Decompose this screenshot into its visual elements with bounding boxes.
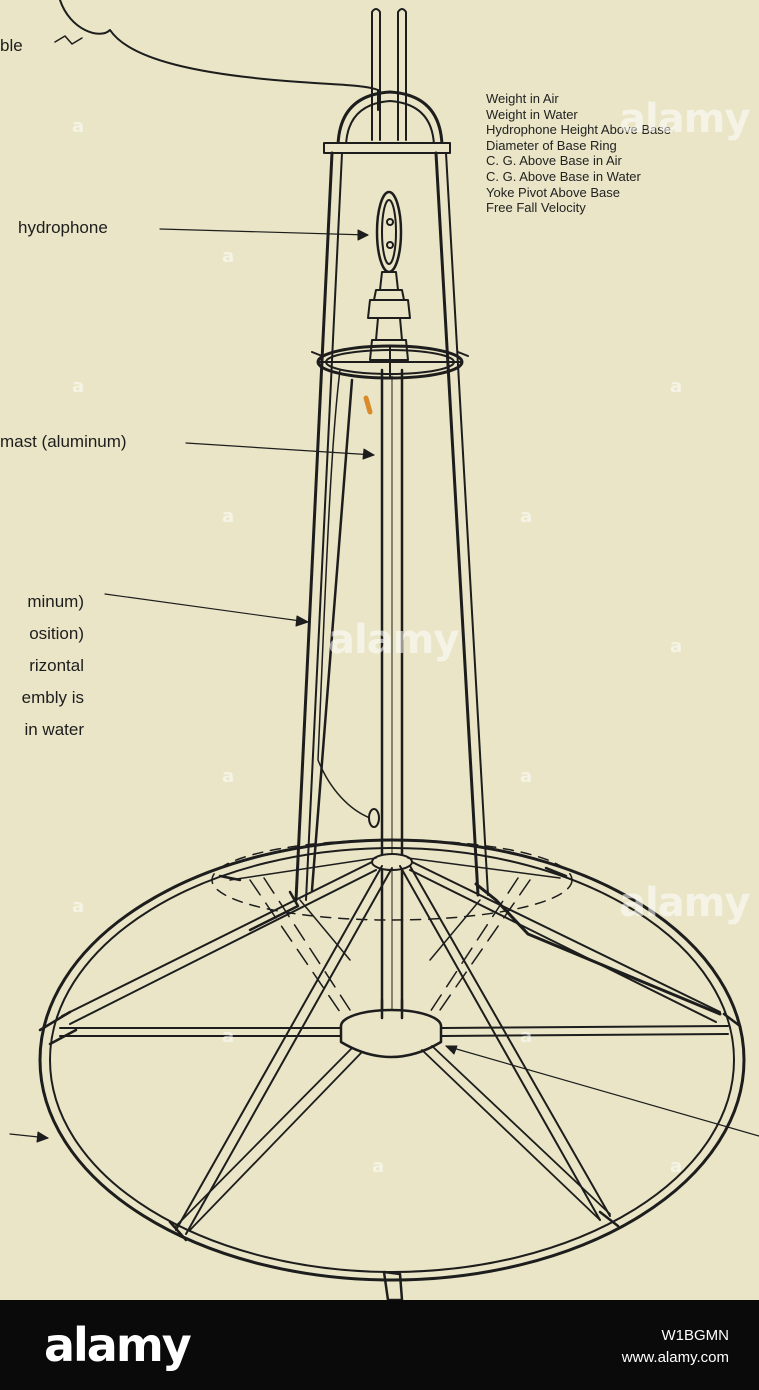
strut-to-back-right [407, 857, 561, 879]
strut-to-back-left [229, 857, 377, 881]
cross-bar [59, 1025, 729, 1037]
arrow-strut [295, 615, 309, 627]
leg-left-outer [294, 151, 334, 902]
strut-label-line-4: embly is [21, 688, 84, 707]
cable-clamp [368, 808, 380, 828]
strut-label-line-1: minum) [27, 592, 84, 611]
spec-weight-water: Weight in Water [486, 106, 578, 122]
watermark-a-11: a [670, 1156, 683, 1177]
spec-free-fall: Free Fall Velocity [486, 200, 586, 216]
strut-label-line-2: osition) [29, 624, 84, 643]
watermark-a-8: a [520, 766, 533, 787]
watermark-a-4: a [222, 246, 235, 267]
watermark-top-right: alamy [619, 96, 750, 142]
site-url: www.alamy.com [621, 1349, 729, 1366]
yoke-arch-inner [345, 100, 435, 146]
base-hub-side [339, 1024, 443, 1059]
alamy-logo: alamy [44, 1318, 192, 1372]
arrow-hydrophone [357, 229, 369, 241]
lower-ring-dashed [211, 839, 573, 921]
diagram-figure: ble hydrophone mast (aluminum) minum) os… [0, 0, 759, 1300]
leg-left-inner [305, 152, 343, 901]
hydrophone-frame-drawing [9, 0, 759, 1300]
leg-left-back [310, 378, 354, 892]
top-prong-right [397, 8, 407, 141]
leader-strut [104, 593, 309, 623]
base-ring-outer [38, 838, 746, 1282]
watermark-center: alamy [328, 617, 459, 663]
upper-ring-spokes [317, 345, 463, 379]
strut-label-line-3: rizontal [29, 656, 84, 675]
watermark-a-3: a [72, 896, 85, 917]
watermark-a-5: a [222, 506, 235, 527]
top-prong-left [371, 8, 381, 141]
watermark-a-12: a [372, 1156, 385, 1177]
spec-yoke-pivot: Yoke Pivot Above Base [486, 184, 620, 200]
strut-to-right [409, 861, 721, 1023]
watermark-a-10: a [670, 636, 683, 657]
watermark-a-9: a [670, 376, 683, 397]
spec-base-ring-diameter: Diameter of Base Ring [486, 137, 617, 153]
watermark-a-7: a [520, 506, 533, 527]
leader-hub [445, 1045, 759, 1137]
cable-line [59, 0, 379, 91]
watermark-right: alamy [619, 880, 750, 926]
leader-hydrophone [159, 228, 369, 236]
arrow-ring [36, 1131, 49, 1143]
leader-mast [185, 442, 375, 456]
strut-to-left [61, 861, 377, 1025]
mast-label: mast (aluminum) [0, 432, 127, 451]
spec-cg-water: C. G. Above Base in Water [486, 168, 641, 184]
ring-back-joints [218, 866, 568, 882]
hydrophone-disc [375, 190, 403, 274]
watermark-a-13: a [222, 1026, 235, 1047]
spec-list: Weight in Air Weight in Water Hydrophone… [486, 91, 671, 216]
image-id: W1BGMN [661, 1327, 730, 1344]
arrow-mast [362, 448, 375, 460]
cable-down-rope [317, 369, 371, 819]
leg-right-outer [434, 151, 480, 897]
leg-foot-right [474, 882, 722, 1016]
hub-strut-left [175, 1047, 363, 1231]
yoke-arch [336, 90, 444, 147]
hydrophone-mount [367, 271, 411, 361]
orange-mark [363, 395, 373, 415]
cable-label: ble [0, 36, 23, 55]
arrow-hub [445, 1045, 458, 1055]
strut-label-line-5: in water [24, 720, 84, 739]
spec-weight-air: Weight in Air [486, 91, 559, 106]
yoke-top-bar [323, 142, 451, 154]
watermark-a-6: a [222, 766, 235, 787]
watermark-a-1: a [72, 116, 85, 137]
strut-to-front-left [175, 865, 393, 1235]
watermark-footer: alamy W1BGMN www.alamy.com [0, 1300, 759, 1390]
hub-strut-right [421, 1045, 611, 1221]
spec-hydrophone-height: Hydrophone Height Above Base [486, 122, 672, 138]
hydrophone-label: hydrophone [18, 218, 108, 237]
strut-to-front-right [399, 865, 611, 1221]
ring-joints [38, 1010, 742, 1300]
leg-right-inner [445, 152, 489, 896]
spec-cg-air: C. G. Above Base in Air [486, 153, 622, 169]
watermark-a-2: a [72, 376, 85, 397]
cable-squiggle [54, 35, 83, 45]
leg-foot-left [248, 890, 300, 932]
watermark-a-14: a [520, 1026, 533, 1047]
